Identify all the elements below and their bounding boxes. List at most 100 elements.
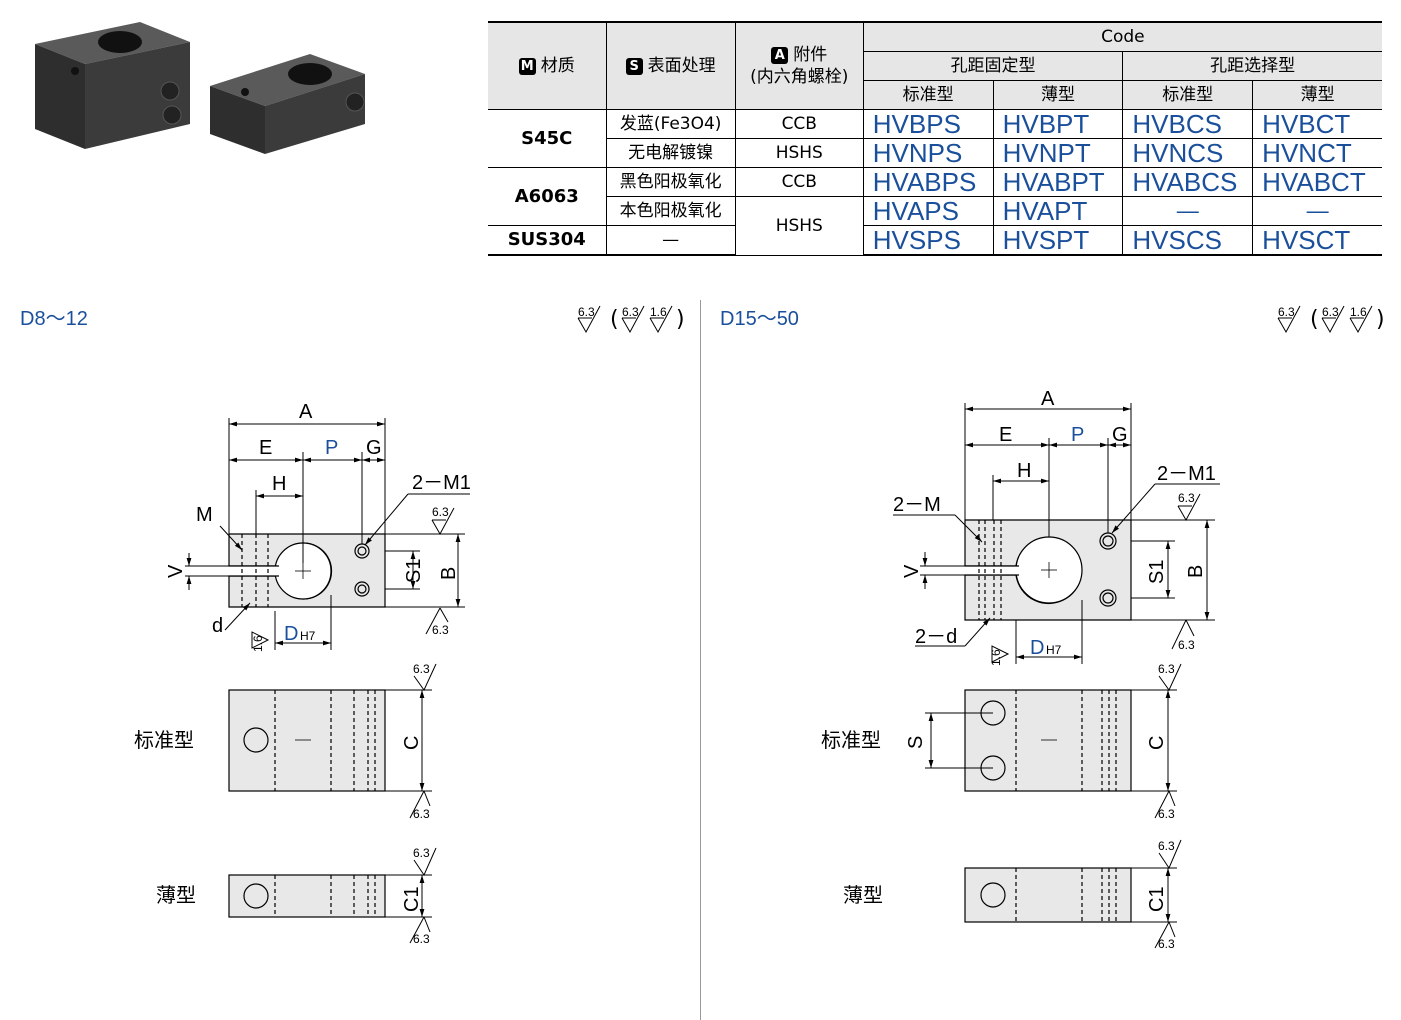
svg-text:2－M: 2－M [893,494,941,516]
thin-header-1: 薄型 [993,80,1124,110]
svg-text:2－M1: 2－M1 [412,472,471,494]
svg-text:): ) [1376,307,1385,332]
svg-text:D: D [1030,637,1044,659]
accessory-cell: CCB [735,109,864,139]
svg-text:6.3: 6.3 [1178,491,1195,505]
code-cell-empty: — [1122,196,1254,226]
code-cell[interactable]: HVBCT [1252,109,1382,139]
svg-text:6.3: 6.3 [413,846,430,860]
right-thin-label: 薄型 [843,883,883,907]
right-standard-labels: 标准型 S C 6.3 6.3 [821,662,1182,821]
left-thin-view [228,874,432,918]
svg-text:C1: C1 [401,886,423,912]
svg-text:6.3: 6.3 [578,305,595,319]
svg-text:C: C [1146,736,1168,750]
svg-text:H: H [1017,460,1031,482]
code-cell[interactable]: HVSPT [993,225,1124,256]
code-header: Code [863,21,1382,52]
right-section-title: D15～50 [720,308,799,330]
right-top-labels: A E P G H 2－M 2－M1 V S1 B 2－d D H7 6.3 6… [893,388,1216,666]
svg-text:D: D [284,623,298,645]
code-cell[interactable]: HVNCT [1252,138,1382,168]
code-cell-empty: — [1252,196,1382,226]
standard-block-photo [35,22,190,149]
code-cell[interactable]: HVAPT [993,196,1124,226]
svg-text:H7: H7 [1046,643,1062,657]
svg-text:6.3: 6.3 [413,932,430,946]
svg-text:(: ( [1310,307,1319,332]
svg-text:(: ( [610,307,619,332]
code-cell[interactable]: HVBPT [993,109,1124,139]
standard-header-1: 标准型 [863,80,994,110]
table-row: A6063 黑色阳极氧化 CCB HVABPS HVABPT HVABCS HV… [488,167,1382,226]
right-thin-view [964,867,1177,923]
table-row: 本色阳极氧化 HSHS HVAPS HVAPT — — [488,196,1382,256]
accessory-cell: HSHS [735,138,864,168]
material-badge: M [518,58,536,75]
table-row: 无电解镀镍 HSHS HVNPS HVNPT HVNCS HVNCT [488,138,1382,168]
surface-badge: S [625,58,643,75]
surface-cell: 无电解镀镍 [606,138,736,168]
svg-text:E: E [259,437,272,459]
material-cell: A6063 [488,167,607,226]
svg-text:1.6: 1.6 [1350,305,1367,319]
surface-cell: 本色阳极氧化 [606,196,736,226]
code-cell[interactable]: HVSCT [1252,225,1382,256]
right-standard-view [925,689,1177,792]
right-top-dimensions [893,403,1220,664]
svg-text:6.3: 6.3 [622,305,639,319]
code-cell[interactable]: HVNCS [1122,138,1254,168]
code-cell[interactable]: HVABPS [863,167,994,197]
svg-text:C: C [401,736,423,750]
code-cell[interactable]: HVAPS [863,196,994,226]
svg-text:G: G [366,437,382,459]
left-standard-view [228,689,432,792]
svg-text:M: M [196,504,213,526]
svg-text:6.3: 6.3 [1158,839,1175,853]
svg-text:6.3: 6.3 [413,807,430,821]
code-cell[interactable]: HVABCT [1252,167,1382,197]
svg-text:2－M1: 2－M1 [1157,463,1216,485]
code-cell[interactable]: HVBCS [1122,109,1254,139]
svg-text:B: B [438,567,460,580]
svg-text:6.3: 6.3 [432,623,449,637]
surface-cell: 黑色阳极氧化 [606,167,736,197]
svg-text:S1: S1 [1146,560,1168,584]
svg-text:A: A [299,401,313,423]
svg-text:C1: C1 [1146,886,1168,912]
accessory-badge: A [771,47,789,64]
left-top-labels: A E P G H M 2－M1 V S1 B d D H7 6.3 6.3 1… [165,401,471,652]
svg-text:1.6: 1.6 [650,305,667,319]
svg-text:E: E [999,424,1012,446]
svg-text:d: d [212,615,223,637]
right-standard-label: 标准型 [821,728,881,752]
code-cell[interactable]: HVNPS [863,138,994,168]
svg-text:B: B [1185,565,1207,578]
code-cell[interactable]: HVABPT [993,167,1124,197]
code-cell[interactable]: HVNPT [993,138,1124,168]
svg-text:6.3: 6.3 [1178,638,1195,652]
surface-cell: — [606,225,736,256]
code-cell[interactable]: HVSPS [863,225,994,256]
material-cell: SUS304 [488,225,607,256]
code-cell[interactable]: HVABCS [1122,167,1254,197]
standard-header-2: 标准型 [1122,80,1254,110]
section-divider [700,300,701,1020]
svg-text:V: V [165,564,187,578]
code-cell[interactable]: HVBPS [863,109,994,139]
svg-text:1.6: 1.6 [251,635,265,652]
svg-text:P: P [325,437,338,459]
left-thin-labels: 薄型 C1 6.3 6.3 [156,846,437,946]
code-cell[interactable]: HVSCS [1122,225,1254,256]
svg-text:6.3: 6.3 [1278,305,1295,319]
svg-text:G: G [1112,424,1128,446]
left-thin-label: 薄型 [156,883,196,907]
svg-text:6.3: 6.3 [432,505,449,519]
left-top-view [228,533,386,608]
svg-text:H: H [272,473,286,495]
fixed-pitch-header: 孔距固定型 [863,51,1124,81]
